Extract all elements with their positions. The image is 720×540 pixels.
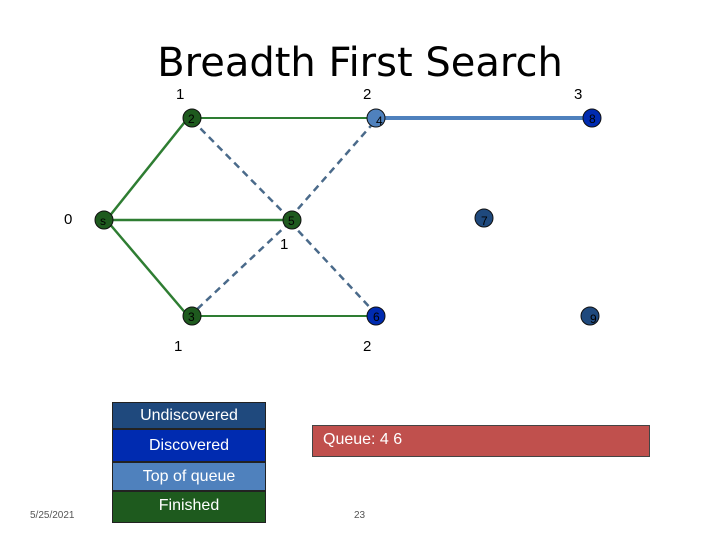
node-2-label: 2 bbox=[188, 112, 195, 126]
edge-s-3 bbox=[107, 221, 189, 317]
node-8-label: 8 bbox=[589, 112, 596, 126]
node-9-label: 9 bbox=[590, 312, 597, 326]
node-6-label: 6 bbox=[373, 310, 380, 324]
edge-2-5 bbox=[191, 119, 290, 219]
node-4-label: 4 bbox=[376, 114, 383, 128]
node-7: 7 bbox=[474, 208, 494, 228]
level-label: 1 bbox=[174, 338, 183, 355]
edge-5-4 bbox=[289, 119, 377, 219]
footer-date: 5/25/2021 bbox=[30, 510, 75, 521]
queue-box: Queue: 4 6 bbox=[312, 425, 650, 457]
node-3: 3 bbox=[182, 306, 202, 326]
node-s: s bbox=[94, 210, 114, 230]
page-title: Breadth First Search bbox=[157, 40, 563, 86]
level-label: 2 bbox=[363, 86, 372, 103]
node-4: 4 bbox=[366, 108, 386, 128]
node-7-label: 7 bbox=[481, 214, 488, 228]
edge-s-2 bbox=[107, 117, 189, 219]
level-label: 1 bbox=[280, 236, 289, 253]
node-5-label: 5 bbox=[288, 214, 295, 228]
node-3-label: 3 bbox=[188, 310, 195, 324]
node-s-label: s bbox=[100, 214, 106, 228]
node-8: 8 bbox=[582, 108, 602, 128]
node-9: 9 bbox=[580, 306, 600, 326]
level-label: 3 bbox=[574, 86, 583, 103]
legend-undiscovered: Undiscovered bbox=[112, 402, 266, 429]
level-label: 0 bbox=[64, 211, 73, 228]
legend-discovered: Discovered bbox=[112, 429, 266, 462]
level-label: 1 bbox=[176, 86, 185, 103]
edge-5-3 bbox=[191, 221, 291, 315]
page-number: 23 bbox=[354, 510, 366, 521]
node-5: 5 bbox=[282, 210, 302, 230]
node-6: 6 bbox=[366, 306, 386, 326]
edge-5-6 bbox=[289, 221, 377, 315]
legend-finished: Finished bbox=[112, 491, 266, 523]
legend-top-of-queue: Top of queue bbox=[112, 462, 266, 491]
level-label: 2 bbox=[363, 338, 372, 355]
node-2: 2 bbox=[182, 108, 202, 128]
